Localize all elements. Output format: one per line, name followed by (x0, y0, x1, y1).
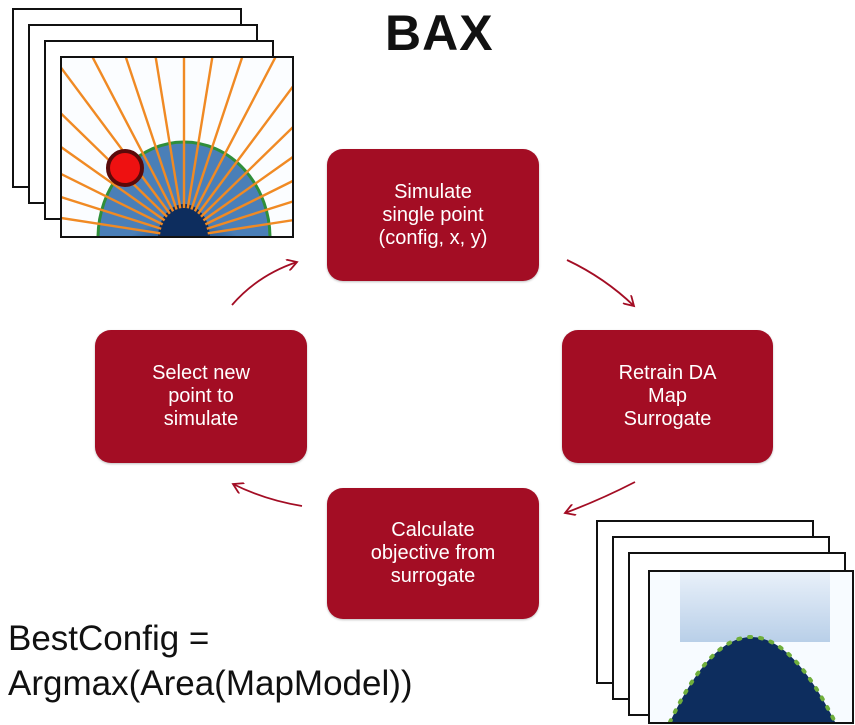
arrow-select-to-simulate (231, 262, 297, 306)
boundary-dots (668, 635, 837, 722)
scan-ray (204, 180, 292, 226)
scan-ray (62, 216, 161, 235)
scan-ray (62, 173, 164, 226)
formula-line-1: BestConfig = (8, 619, 210, 658)
node-retrain-surrogate: Retrain DA Map Surrogate (562, 330, 773, 463)
node-select-new-point: Select new point to simulate (95, 330, 307, 463)
scan-ray (124, 58, 178, 210)
scan-ray (186, 58, 214, 209)
node-calculate-objective: Calculate objective from surrogate (327, 488, 539, 619)
scan-ray (200, 126, 292, 218)
scan-ray (62, 146, 166, 222)
node-simulate-single-point: Simulate single point (config, x, y) (327, 149, 539, 281)
scan-ray (197, 85, 292, 215)
arrow-calculate-to-select (233, 484, 303, 507)
scan-ray (62, 196, 162, 230)
scan-ray (190, 58, 244, 210)
stack-frame-front (648, 570, 854, 724)
da-map-surrogate-image (650, 572, 852, 722)
scan-ray (193, 58, 277, 212)
node-simulate-label: Simulate single point (config, x, y) (378, 180, 488, 249)
scan-ray (91, 58, 175, 212)
arrow-simulate-to-retrain (566, 259, 634, 306)
scan-ray (154, 58, 182, 209)
core-region (158, 204, 210, 236)
formula-line-2: Argmax(Area(MapModel)) (8, 664, 413, 703)
stack-frame-front (60, 56, 294, 238)
da-map-rays-image (62, 58, 292, 236)
node-calculate-label: Calculate objective from surrogate (370, 519, 496, 587)
scan-ray (207, 219, 292, 235)
page-title: BAX (385, 5, 494, 61)
node-select-label: Select new point to simulate (152, 362, 250, 430)
scan-ray (62, 66, 171, 215)
selected-point-marker (106, 149, 144, 187)
scan-ray (202, 156, 292, 222)
arrow-retrain-to-calculate (565, 481, 636, 513)
scan-ray (62, 112, 168, 218)
scan-ray (206, 200, 292, 230)
best-config-formula: BestConfig = Argmax(Area(MapModel)) (8, 616, 413, 706)
node-retrain-label: Retrain DA Map Surrogate (618, 362, 717, 430)
